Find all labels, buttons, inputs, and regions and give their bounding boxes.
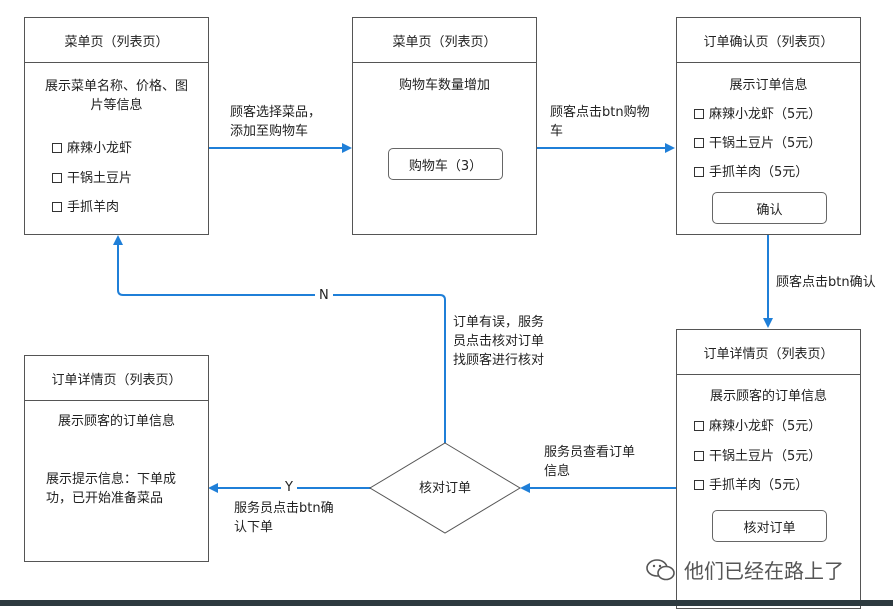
order-item-2[interactable]: 干锅土豆片（5元） [694,134,821,153]
edge-label-error-3: 找顾客进行核对 [453,351,545,370]
decision-diamond [369,442,521,534]
menu-page-box-2: 菜单页（列表页） 购物车数量增加 购物车（3） [352,17,537,235]
edge-label-cart-1: 顾客点击btn购物 [550,103,650,122]
checkbox-icon [52,173,62,183]
edge-label-error-1: 订单有误，服务 [453,313,545,332]
menu-item-1[interactable]: 麻辣小龙虾 [52,139,132,158]
order-detail-text: 展示顾客的订单信息 [709,389,827,404]
decision-label: 核对订单 [418,481,471,496]
edge-label-place-2: 认下单 [234,518,274,537]
check-order-button[interactable]: 核对订单 [712,510,827,542]
order-confirm-box: 订单确认页（列表页） 展示订单信息 麻辣小龙虾（5元） 干锅土豆片（5元） 手抓… [676,17,861,235]
menu-page-desc-line1: 展示菜单名称、价格、图 [44,79,188,94]
bottom-bar [0,600,893,606]
checkbox-icon [694,451,704,461]
edge-label-place-1: 服务员点击btn确 [234,499,334,518]
edge-label-y: Y [281,478,297,497]
order-success-title: 订单详情页（列表页） [25,356,208,401]
menu-page-title-1: 菜单页（列表页） [25,18,208,63]
checkbox-icon [52,143,62,153]
order-item-1[interactable]: 麻辣小龙虾（5元） [694,105,821,124]
menu-page-title-2: 菜单页（列表页） [353,18,536,63]
edge-label-confirm: 顾客点击btn确认 [776,273,876,292]
order-confirm-title: 订单确认页（列表页） [677,18,860,63]
cart-count-text: 购物车数量增加 [398,78,490,93]
success-info-line2: 功，已开始准备菜品 [46,491,164,506]
edge-label-select-1: 顾客选择菜品， [230,103,322,122]
watermark: 他们已经在路上了 [646,555,844,584]
edge-label-waiter-1: 服务员查看订单 [544,443,636,462]
edge-label-waiter-2: 信息 [544,462,571,481]
arrow-check-to-menu [113,235,446,443]
cart-button[interactable]: 购物车（3） [388,148,503,180]
confirm-button[interactable]: 确认 [712,192,827,224]
order-detail-title: 订单详情页（列表页） [677,330,860,375]
menu-page-desc-line2: 片等信息 [90,98,143,113]
checkbox-icon [694,167,704,177]
order-success-box: 订单详情页（列表页） 展示顾客的订单信息 展示提示信息：下单成 功，已开始准备菜… [24,355,209,562]
order-item-3[interactable]: 手抓羊肉（5元） [694,163,808,182]
edge-label-cart-2: 车 [550,122,564,141]
detail-item-1[interactable]: 麻辣小龙虾（5元） [694,417,821,436]
checkbox-icon [52,202,62,212]
detail-item-2[interactable]: 干锅土豆片（5元） [694,447,821,466]
wechat-icon [646,559,675,581]
checkbox-icon [694,421,704,431]
menu-item-2[interactable]: 干锅土豆片 [52,169,132,188]
edge-label-n: N [315,286,333,305]
edge-label-error-2: 员点击核对订单 [453,332,545,351]
detail-item-3[interactable]: 手抓羊肉（5元） [694,476,808,495]
order-success-text: 展示顾客的订单信息 [57,414,175,429]
edge-label-select-2: 添加至购物车 [230,122,309,141]
checkbox-icon [694,138,704,148]
checkbox-icon [694,480,704,490]
success-info-line1: 展示提示信息：下单成 [46,472,177,487]
checkbox-icon [694,109,704,119]
order-confirm-text: 展示订单信息 [729,78,808,93]
menu-item-3[interactable]: 手抓羊肉 [52,198,119,217]
menu-page-box-1: 菜单页（列表页） 展示菜单名称、价格、图 片等信息 麻辣小龙虾 干锅土豆片 手抓… [24,17,209,235]
